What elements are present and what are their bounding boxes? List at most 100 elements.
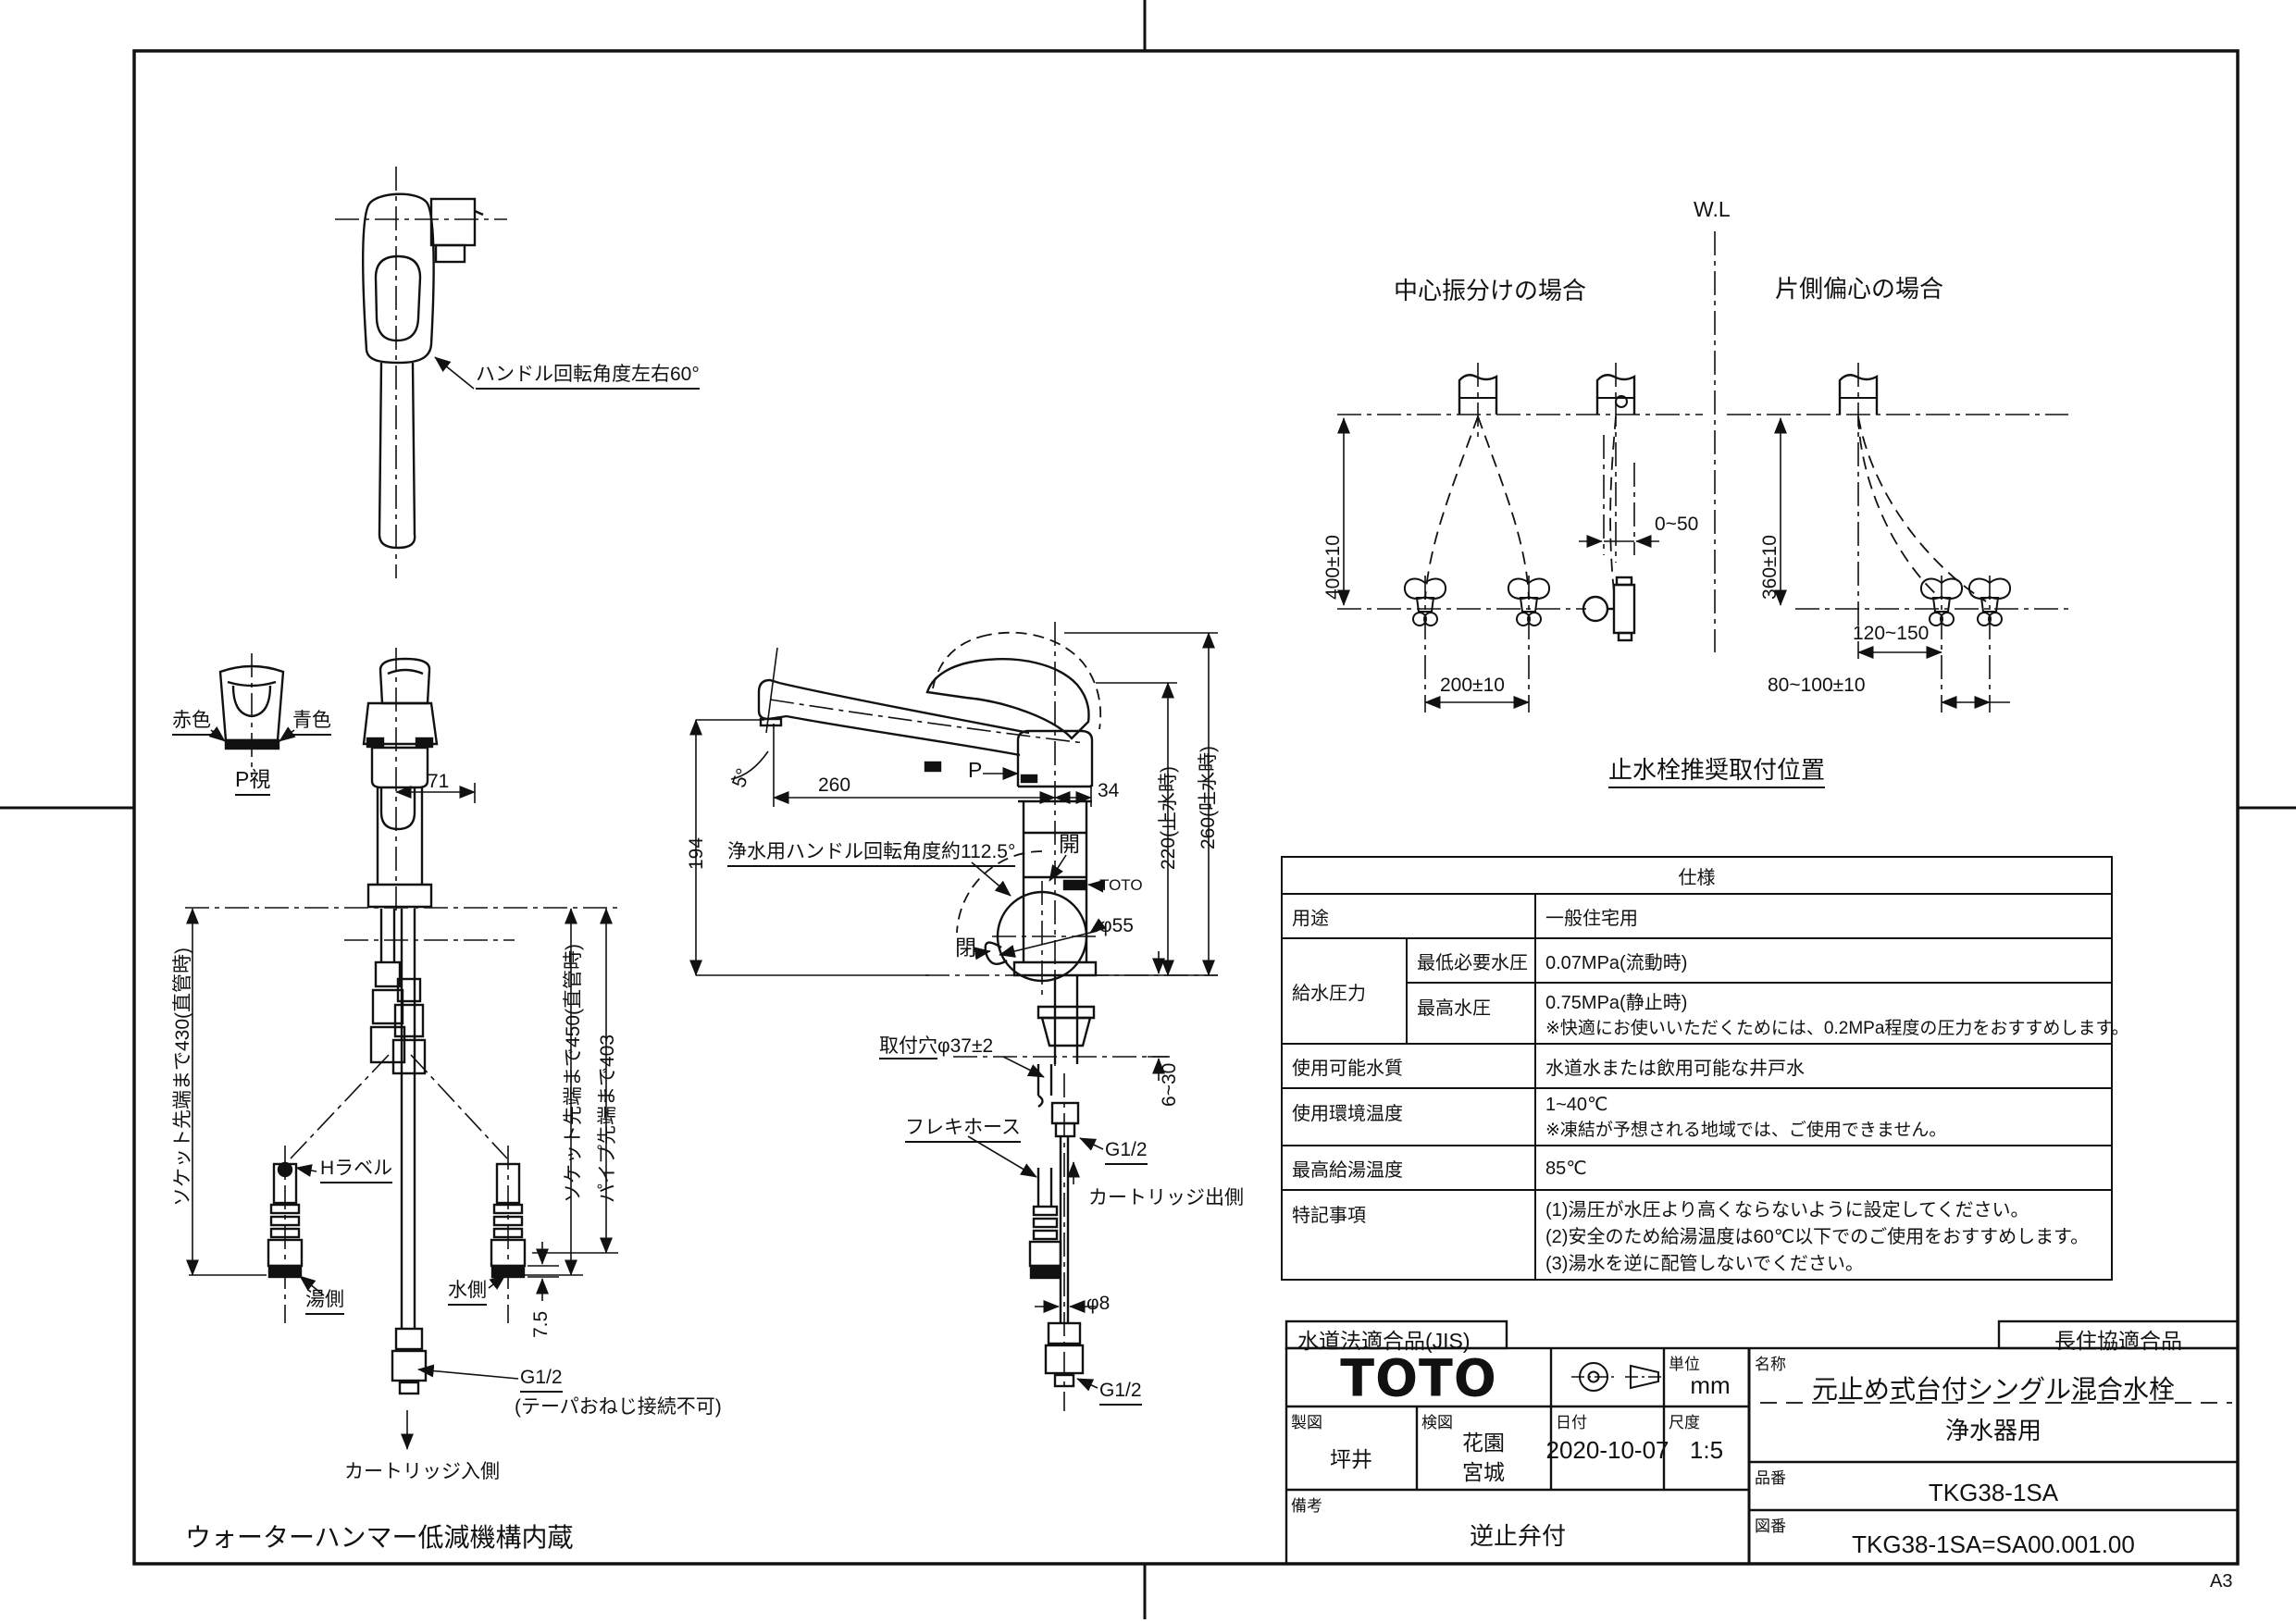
spec-row-usage: 用途 一般住宅用 [1281, 893, 2114, 939]
choju-compliance-label: 長住協適合品 [2054, 1329, 2182, 1353]
stop-valve-symbol [1582, 576, 1636, 642]
dim-194: 194 [686, 836, 707, 870]
handle-detail-view [335, 167, 507, 578]
stop-valve-caption: 止水栓推奨取付位置 [1608, 755, 1826, 788]
dim-360: 360±10 [1759, 535, 1781, 600]
title-block-grid [1285, 1319, 2240, 1566]
cartridge-in-label: カートリッジ入側 [344, 1461, 500, 1482]
part-number-value: TKG38-1SA [1928, 1479, 2059, 1506]
spec-title: 仕様 [1280, 856, 2114, 895]
product-name-line1: 元止め式台付シングル混合水栓 [1811, 1375, 2176, 1404]
red-mark-label: 赤色 [172, 709, 211, 737]
dim-220-stop: 220(止水時) [1158, 765, 1179, 870]
spec-row-env-temp: 使用環境温度 1~40℃ ※凍結が予想される地域では、ご使用できません。 [1281, 1087, 2114, 1146]
open-label: 開 [1059, 832, 1080, 856]
dim-120-150: 120~150 [1853, 623, 1930, 644]
sheet-size-label: A3 [2210, 1571, 2233, 1592]
p-view-title: P視 [235, 766, 271, 796]
hot-side-label: 湯側 [305, 1288, 344, 1316]
p-view-detail [208, 653, 296, 777]
dim-pipe-403: パイプ先端まで403 [597, 1034, 618, 1203]
quality-label: 使用可能水質 [1281, 1043, 1536, 1089]
spec-row-max-pressure: 最高水圧 0.75MPa(静止時) ※快適にお使いいただくためには、0.2MPa… [1282, 982, 2129, 1045]
dim-71: 71 [428, 771, 450, 792]
scale-value: 1:5 [1689, 1436, 1724, 1464]
remarks-value: 逆止弁付 [1469, 1522, 1567, 1550]
date-value: 2020-10-07 [1545, 1436, 1669, 1464]
dim-400: 400±10 [1322, 535, 1344, 600]
env-temp-note: ※凍結が予想される地域では、ご使用できません。 [1545, 1121, 1947, 1140]
h-label: Hラベル [320, 1157, 393, 1184]
mount-hole-dim: φ37±2 [937, 1035, 994, 1057]
spec-row-quality: 使用可能水質 水道水または飲用可能な井戸水 [1281, 1043, 2114, 1089]
spec-row-min-pressure: 給水圧力 最低必要水圧 0.07MPa(流動時) [1281, 937, 2114, 1045]
dia-55: φ55 [1099, 915, 1134, 936]
water-hammer-note: ウォーターハンマー低減機構内蔵 [185, 1523, 574, 1552]
dia-8: φ8 [1086, 1293, 1111, 1314]
pressure-note: ※快適にお使いいただくためには、0.2MPa程度の圧力をおすすめします。 [1545, 1019, 2129, 1038]
checker-name-1: 花園 [1462, 1431, 1505, 1455]
checker-label: 検図 [1421, 1414, 1453, 1431]
jis-compliance-label: 水道法適合品(JIS) [1297, 1329, 1471, 1353]
purifier-rotation-note: 浄水用ハンドル回転角度約112.5° [727, 840, 1016, 868]
toto-logo: TOTO [1340, 1348, 1497, 1408]
note-2: (2)安全のため給湯温度は60℃以下でのご使用をおすすめします。 [1545, 1227, 2090, 1247]
p-direction-mark: P [968, 758, 983, 782]
spec-row-hot-temp: 最高給湯温度 85℃ [1281, 1145, 2114, 1191]
max-pressure-value: 0.75MPa(静止時) [1545, 993, 1688, 1013]
cold-side-label: 水側 [448, 1279, 487, 1307]
usage-label: 用途 [1281, 893, 1536, 939]
checker-name-2: 宮城 [1462, 1460, 1505, 1484]
notes-label: 特記事項 [1281, 1189, 1536, 1281]
part-number-label: 品番 [1755, 1469, 1786, 1487]
mount-hole-word: 取付穴 [879, 1035, 937, 1059]
date-label: 日付 [1556, 1414, 1587, 1431]
min-pressure-value: 0.07MPa(流動時) [1533, 937, 2114, 984]
quality-value: 水道水または飲用可能な井戸水 [1533, 1043, 2114, 1089]
product-name-line2: 浄水器用 [1944, 1417, 2042, 1444]
dim-260-spout: 260(吐水時) [1198, 745, 1219, 849]
dim-socket-450: ソケット先端まで450(直管時) [563, 943, 584, 1203]
pressure-label: 給水圧力 [1281, 937, 1408, 1045]
dim-80-100: 80~100±10 [1768, 675, 1866, 696]
note-3: (3)湯水を逆に配管しないでください。 [1545, 1254, 1864, 1274]
g12-inlet-label: G1/2 [520, 1366, 563, 1394]
projection-symbol [1571, 1362, 1664, 1392]
taper-note: (テーパおねじ接続不可) [515, 1396, 722, 1418]
dim-0-50: 0~50 [1655, 514, 1699, 535]
spec-row-notes: 特記事項 (1)湯圧が水圧より高くならないように設定してください。 (2)安全の… [1281, 1189, 2114, 1281]
max-pressure-label: 最高水圧 [1406, 982, 1536, 1045]
brand-mark-label: TOTO [1099, 876, 1143, 894]
drawing-number-label: 図番 [1755, 1518, 1786, 1535]
dim-34: 34 [1098, 780, 1120, 801]
dim-7-5: 7.5 [530, 1310, 552, 1338]
remarks-label: 備考 [1291, 1497, 1322, 1515]
note-1: (1)湯圧が水圧より高くならないように設定してください。 [1545, 1200, 2029, 1220]
drafter-name: 坪井 [1330, 1447, 1372, 1471]
front-view [185, 648, 620, 1450]
g12-bottom-label: G1/2 [1099, 1379, 1142, 1406]
dim-6-30: 6~30 [1159, 1062, 1180, 1107]
env-temp-label: 使用環境温度 [1281, 1087, 1536, 1146]
unit-value: mm [1690, 1371, 1731, 1399]
drafter-label: 製図 [1291, 1414, 1322, 1431]
blue-mark-label: 青色 [292, 709, 331, 737]
cartridge-out-label: カートリッジ出側 [1088, 1187, 1244, 1208]
drawing-number-value: TKG38-1SA=SA00.001.00 [1852, 1530, 2135, 1558]
scale-label: 尺度 [1669, 1414, 1700, 1431]
min-pressure-label: 最低必要水圧 [1406, 937, 1536, 984]
unit-label: 単位 [1669, 1356, 1700, 1373]
spec-header-row: 仕様 [1280, 856, 2114, 895]
hot-temp-value: 85℃ [1533, 1145, 2114, 1191]
name-label: 名称 [1755, 1356, 1786, 1373]
dim-socket-430: ソケット先端まで430(直管時) [172, 947, 193, 1207]
offset-title: 片側偏心の場合 [1775, 275, 1944, 303]
center-split-title: 中心振分けの場合 [1394, 277, 1587, 304]
close-label: 閉 [955, 935, 976, 960]
install-view [1336, 231, 2068, 712]
dim-260: 260 [818, 774, 851, 796]
spec-table: 仕様 用途 一般住宅用 給水圧力 最低必要水圧 0.07MPa(流動時) 最高水… [1280, 856, 2129, 1281]
